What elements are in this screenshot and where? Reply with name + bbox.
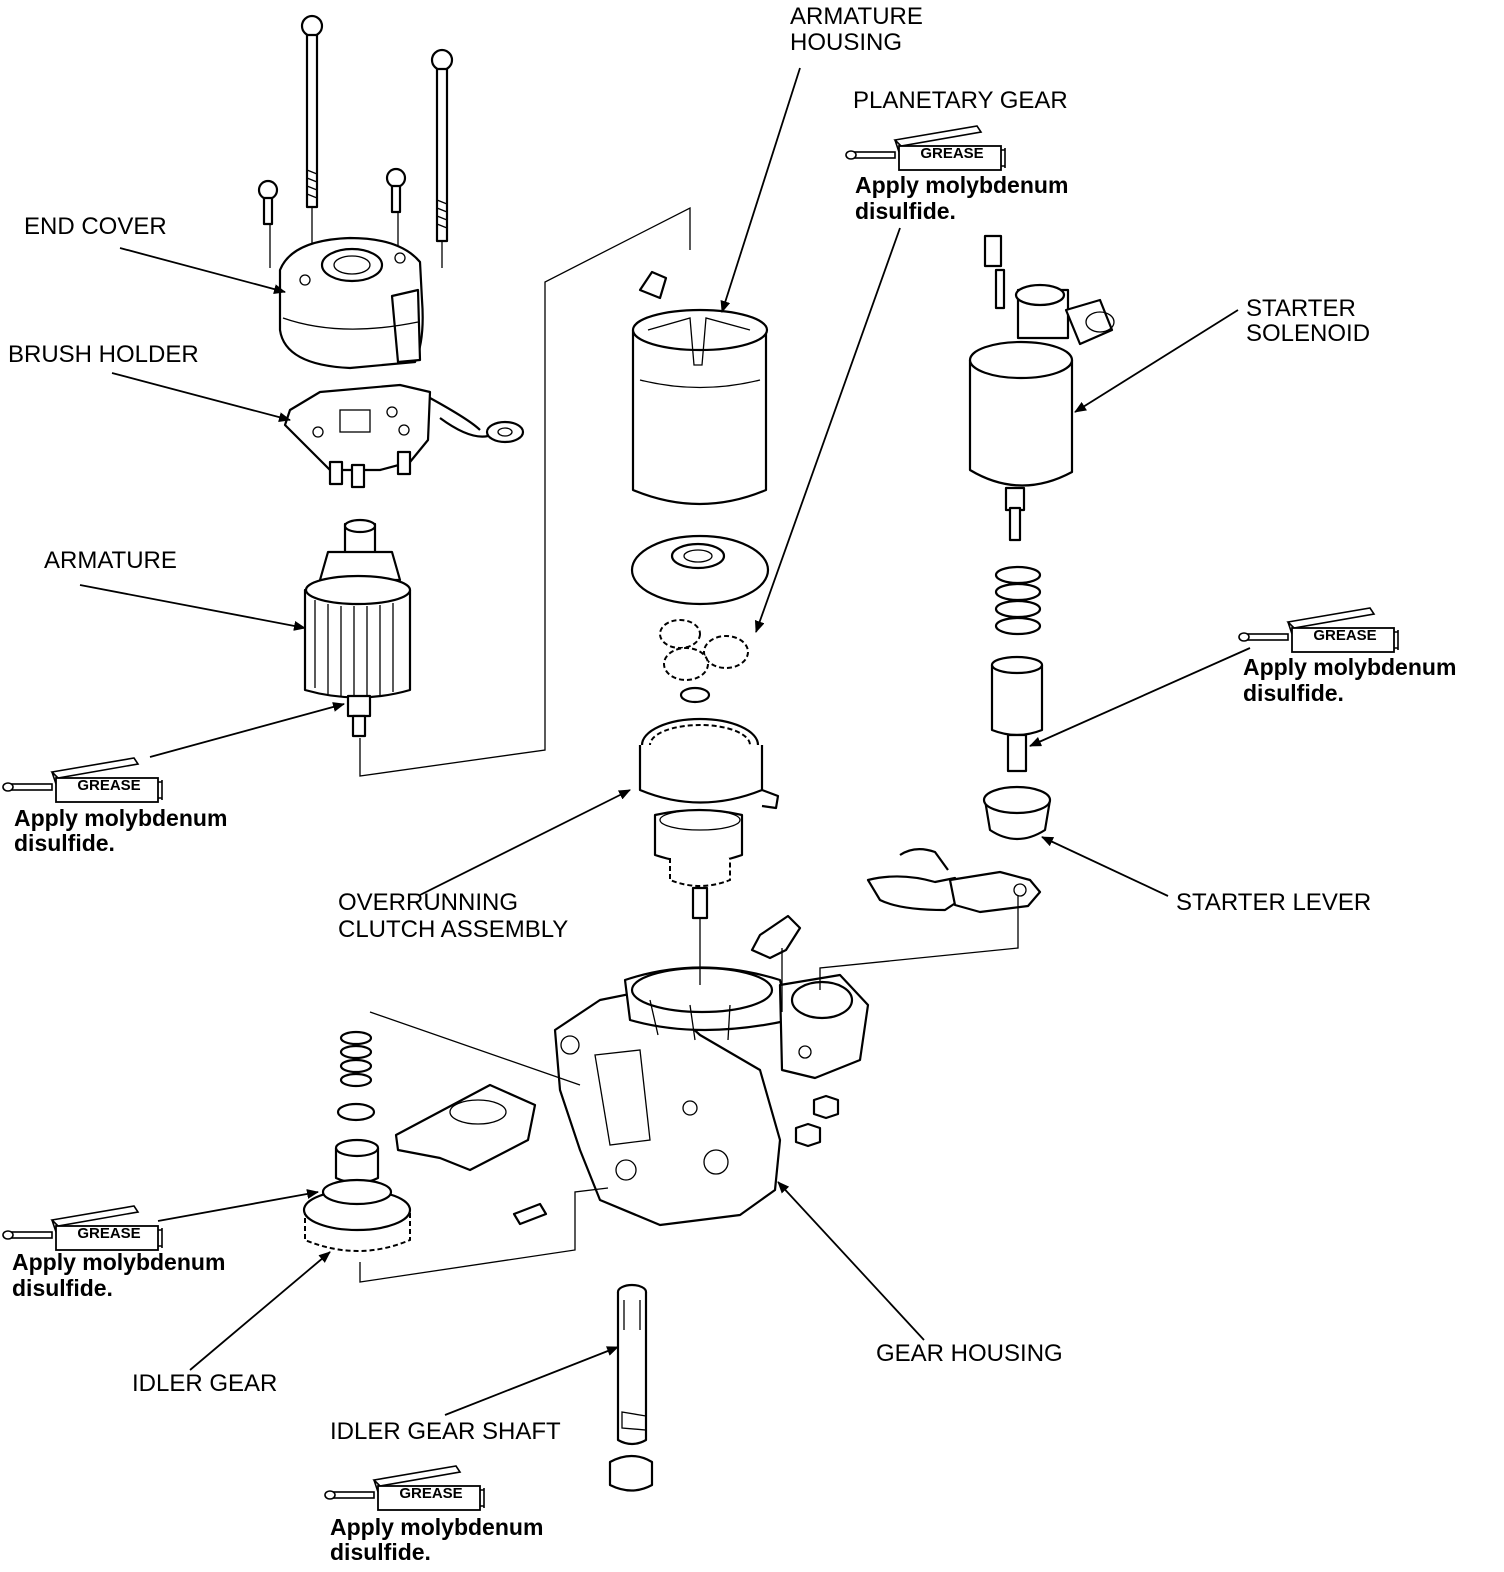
grease-note-line1: Apply molybdenum [14, 805, 227, 831]
idler-gear-shaft-part [608, 1283, 654, 1492]
label-idler-gear-shaft: IDLER GEAR SHAFT [330, 1418, 561, 1445]
label-end-cover: END COVER [24, 213, 167, 240]
label-overrunning-clutch-line1: OVERRUNNING [338, 889, 518, 916]
through-bolt [300, 14, 324, 209]
through-bolt [430, 48, 454, 243]
label-armature-housing-line2: HOUSING [790, 29, 902, 56]
label-idler-gear: IDLER GEAR [132, 1370, 277, 1397]
label-brush-holder: BRUSH HOLDER [8, 341, 199, 368]
retainer-part [394, 1083, 537, 1172]
armature-housing-part [631, 270, 769, 506]
grease-note-line1: Apply molybdenum [855, 172, 1068, 198]
stopper-part [750, 914, 802, 960]
starter-solenoid-part [968, 234, 1115, 542]
overrunning-clutch-part [638, 717, 780, 920]
brush-holder-part [283, 383, 525, 489]
label-armature-housing-line1: ARMATURE [790, 3, 923, 30]
plunger-part [990, 565, 1044, 773]
grease-note-line1: Apply molybdenum [12, 1249, 225, 1275]
grease-badge: GREASE [77, 1225, 140, 1242]
label-overrunning-clutch-line2: CLUTCH ASSEMBLY [338, 916, 568, 943]
grease-note-line2: disulfide. [330, 1539, 431, 1565]
grease-badge: GREASE [920, 145, 983, 162]
idler-gear-part [302, 1138, 412, 1252]
label-starter-solenoid-line1: STARTER [1246, 295, 1356, 322]
label-starter-solenoid-line2: SOLENOID [1246, 320, 1370, 347]
starter-lever-part [866, 848, 1042, 914]
grease-note-line2: disulfide. [1243, 680, 1344, 706]
grease-note-line1: Apply molybdenum [1243, 654, 1456, 680]
grease-badge: GREASE [77, 777, 140, 794]
boot-part [982, 785, 1052, 841]
grease-badge: GREASE [399, 1485, 462, 1502]
label-gear-housing: GEAR HOUSING [876, 1340, 1063, 1367]
spring-part [336, 1030, 376, 1122]
plate-part [630, 534, 770, 606]
armature-part [303, 518, 412, 738]
screw [257, 167, 407, 226]
grease-note-line1: Apply molybdenum [330, 1514, 543, 1540]
label-starter-lever: STARTER LEVER [1176, 889, 1371, 916]
end-cover-part [278, 236, 424, 370]
grease-badge: GREASE [1313, 627, 1376, 644]
label-planetary-gear: PLANETARY GEAR [853, 87, 1068, 114]
leader-lines [79, 67, 1251, 1416]
nut-part [794, 1094, 840, 1148]
planetary-gears-part [659, 619, 749, 704]
small-bolt-part [512, 1202, 548, 1226]
gear-housing-part [553, 966, 870, 1227]
grease-note-line2: disulfide. [855, 198, 956, 224]
grease-note-line2: disulfide. [12, 1275, 113, 1301]
grease-note-line2: disulfide. [14, 830, 115, 856]
label-armature: ARMATURE [44, 547, 177, 574]
